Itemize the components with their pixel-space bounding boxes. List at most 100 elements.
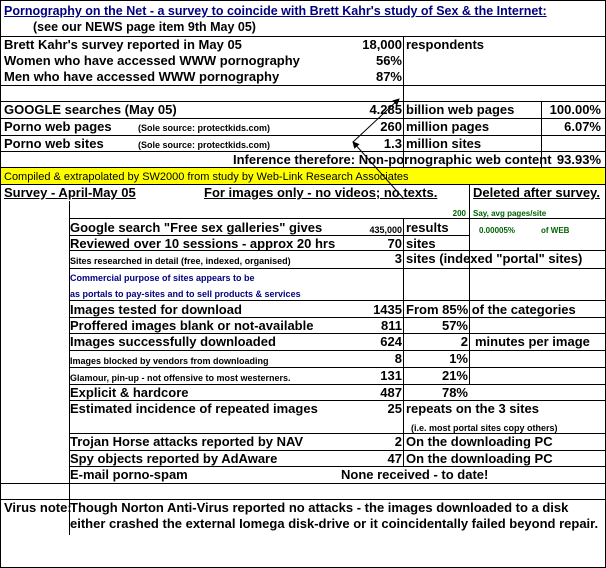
google-pct: 6.07% — [564, 119, 601, 134]
image-value: 811 — [381, 318, 402, 333]
google-label: Porno web sites — [4, 136, 104, 151]
divider — [69, 300, 605, 301]
summary-unit: respondents — [406, 37, 485, 52]
divider — [69, 250, 605, 251]
image-value: 25 — [387, 401, 402, 416]
divider — [69, 350, 605, 351]
divider — [1, 151, 605, 152]
survey-label: Google search "Free sex galleries" gives — [70, 220, 323, 235]
inference-label: Inference therefore: Non-pornographic we… — [233, 152, 552, 167]
say-label: Say, avg pages/site — [473, 209, 547, 218]
divider — [69, 268, 605, 269]
summary-label: Women who have accessed WWW pornography — [4, 53, 300, 68]
survey-unit: sites — [406, 236, 436, 251]
banner-bg — [1, 168, 605, 185]
survey-label: Sites researched in detail (free, indexe… — [70, 256, 291, 266]
survey-value: 3 — [394, 251, 402, 266]
survey-label: Reviewed over 10 sessions - approx 20 hr… — [70, 236, 336, 251]
survey-scope: For images only - no videos; no texts. — [204, 185, 438, 200]
google-value: 4.285 — [369, 102, 402, 117]
image-label: Estimated incidence of repeated images — [70, 401, 318, 416]
google-label: GOOGLE searches (May 05) — [4, 102, 177, 117]
repeat-note: (i.e. most portal sites copy others) — [411, 423, 558, 433]
divider — [69, 333, 605, 334]
divider — [69, 235, 469, 236]
survey-value: 70 — [387, 236, 402, 251]
google-pct: 100.00% — [549, 102, 601, 117]
survey-deleted: Deleted after survey. — [473, 185, 600, 200]
divider — [1, 36, 605, 37]
threat-label: Spy objects reported by AdAware — [70, 451, 278, 466]
image-pct: 57% — [441, 318, 468, 333]
image-pct: 78% — [441, 385, 468, 400]
image-pct: 2 — [460, 334, 468, 349]
source-note: (Sole source: protectkids.com) — [138, 123, 271, 133]
inference-pct: 93.93% — [556, 152, 601, 167]
image-label: Glamour, pin-up - not offensive to most … — [70, 373, 291, 383]
divider — [69, 367, 605, 368]
source-note: (Sole source: protectkids.com) — [138, 140, 271, 150]
image-label: Images blocked by vendors from downloadi… — [70, 356, 269, 366]
google-label: Porno web pages — [4, 119, 112, 134]
survey-unit: sites (indexed "portal" sites) — [406, 251, 583, 266]
image-value: 1435 — [373, 302, 402, 317]
image-extra: minutes per image — [475, 334, 590, 349]
divider — [1, 167, 605, 168]
google-unit: million pages — [406, 119, 490, 134]
purpose-line: as portals to pay-sites and to sell prod… — [70, 289, 301, 299]
purpose-line: Commercial purpose of sites appears to b… — [70, 273, 255, 283]
summary-value: 56% — [375, 53, 402, 68]
divider — [69, 450, 605, 451]
divider — [1, 135, 605, 136]
google-unit: billion web pages — [406, 102, 515, 117]
column-line — [403, 36, 404, 167]
google-value: 260 — [380, 119, 402, 134]
page-title: Pornography on the Net - a survey to coi… — [4, 4, 547, 18]
column-line — [469, 184, 470, 384]
survey-unit: results — [406, 220, 449, 235]
google-value: 1.3 — [383, 136, 402, 151]
threat-label: E-mail porno-spam — [70, 467, 188, 482]
image-label: Images tested for download — [70, 302, 242, 317]
divider — [1, 184, 605, 185]
survey-title: Survey - April-May 05 — [4, 185, 136, 200]
summary-value: 18,000 — [362, 37, 402, 52]
divider — [1, 499, 605, 500]
survey-value: 435,000 — [369, 225, 402, 235]
divider — [69, 433, 605, 434]
summary-label: Men who have accessed WWW pornography — [4, 69, 280, 84]
image-label: Proffered images blank or not-available — [70, 318, 314, 333]
column-line — [541, 101, 542, 167]
column-line — [69, 201, 70, 499]
image-value: 8 — [394, 351, 402, 366]
image-value: 131 — [380, 368, 402, 383]
threat-value: 2 — [394, 434, 402, 449]
summary-value: 87% — [375, 69, 402, 84]
image-value: 624 — [380, 334, 402, 349]
virus-label: Virus note: — [4, 500, 72, 515]
divider — [1, 483, 605, 484]
threat-value: 47 — [387, 451, 402, 466]
column-line — [403, 218, 404, 466]
divider — [69, 466, 605, 467]
web-pct-label: of WEB — [541, 226, 570, 235]
divider — [69, 400, 605, 401]
google-unit: million sites — [406, 136, 482, 151]
virus-line: Though Norton Anti-Virus reported no att… — [70, 500, 569, 515]
image-label: Images successfully downloaded — [70, 334, 276, 349]
divider — [1, 101, 605, 102]
image-pct: 21% — [441, 368, 468, 383]
banner-text: Compiled & extrapolated by SW2000 from s… — [4, 171, 409, 183]
page-subtitle: (see our NEWS page item 9th May 05) — [33, 20, 256, 34]
divider — [69, 218, 605, 219]
web-pct-value: 0.00005% — [479, 226, 516, 235]
image-pct: 1% — [449, 351, 468, 366]
threat-label: Trojan Horse attacks reported by NAV — [70, 434, 304, 449]
column-line — [69, 499, 70, 535]
image-pct: From 85% of the categories — [406, 302, 576, 317]
image-pct: repeats on the 3 sites — [406, 401, 539, 416]
divider — [1, 118, 605, 119]
image-label: Explicit & hardcore — [70, 385, 189, 400]
divider — [69, 384, 605, 385]
